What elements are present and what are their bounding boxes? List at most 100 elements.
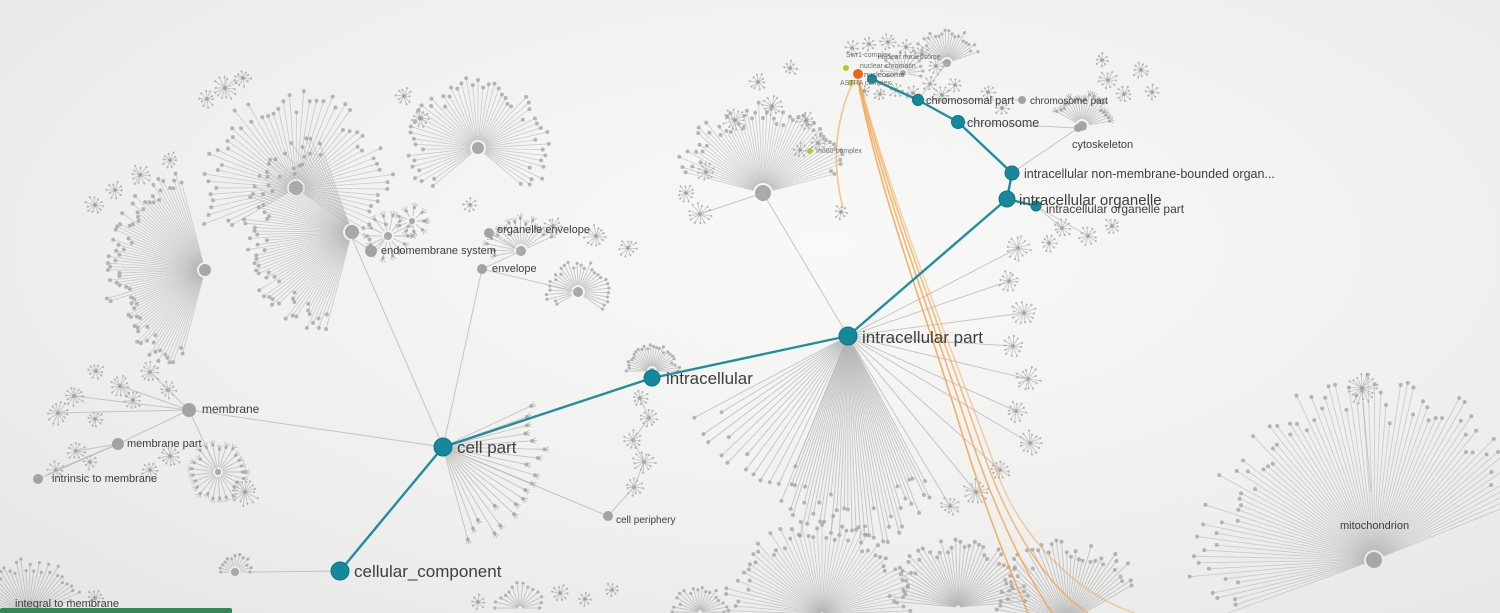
fan-spoke (939, 552, 958, 606)
label-intrinsic-to-membrane[interactable]: intrinsic to membrane (52, 473, 157, 485)
label-cytoskeleton[interactable]: cytoskeleton (1072, 139, 1133, 151)
node-chromosome-part[interactable] (1018, 96, 1026, 104)
node-chromosomal-part[interactable] (912, 94, 924, 106)
fan-spoke (654, 352, 665, 368)
burst-tip (1078, 237, 1081, 240)
label-chromosome-part[interactable]: chromosome part (1030, 96, 1108, 107)
bottom-partial-node[interactable] (0, 608, 232, 613)
fan-spoke (958, 549, 999, 606)
node-intrinsic-to-membrane[interactable] (33, 474, 43, 484)
tip-tick (494, 505, 500, 508)
node-cell-part[interactable] (433, 437, 453, 457)
node-nucleosome-highlight[interactable] (853, 69, 863, 79)
label-intracellular-organelle-part[interactable]: intracellular organelle part (1046, 202, 1185, 216)
spoke-tip (883, 556, 888, 561)
label-intracellular-organelle[interactable]: intracellular organelle (1019, 192, 1162, 209)
tip-tick (467, 539, 472, 543)
burst-tip (876, 89, 879, 92)
spoke-tip (956, 34, 961, 38)
burst-spoke (1361, 379, 1373, 389)
label-swr1-complex[interactable]: Swr1-complex (846, 52, 891, 59)
label-intracellular-part[interactable]: intracellular part (862, 328, 983, 347)
fan-spoke (500, 597, 519, 608)
node-cellular-component[interactable] (330, 561, 350, 581)
node-cytoskeleton[interactable] (1074, 124, 1082, 132)
label-non-membrane-organelle[interactable]: intracellular non-membrane-bounded organ… (1024, 167, 1275, 181)
fan-spoke (847, 337, 875, 538)
label-chromosomal-part[interactable]: chromosomal part (926, 95, 1014, 107)
burst-tip (901, 89, 905, 93)
label-ino80-complex[interactable]: Ino80-complex (816, 148, 862, 155)
fan-spoke (255, 234, 344, 271)
burst-tip (208, 90, 212, 93)
burst-spoke (1353, 387, 1363, 403)
label-membrane[interactable]: membrane (202, 402, 260, 416)
node-intracellular-organelle[interactable] (998, 190, 1016, 208)
burst-spoke (1012, 306, 1025, 314)
burst-tip (70, 386, 73, 390)
tip-tick (390, 255, 393, 261)
label-nuclear-nucleosome[interactable]: nuclear nucleosome (878, 54, 941, 61)
burst-tip (143, 182, 146, 185)
node-intracellular-part[interactable] (838, 326, 858, 346)
node-cell-periphery[interactable] (603, 511, 613, 521)
burst-tip (147, 463, 151, 466)
label-intracellular[interactable]: intracellular (666, 369, 753, 388)
label-organelle-envelope[interactable]: organelle envelope (497, 224, 590, 236)
label-envelope[interactable]: envelope (492, 263, 537, 275)
label-chromosome[interactable]: chromosome (967, 116, 1039, 130)
burst-tip (1127, 89, 1130, 92)
label-cell-periphery[interactable]: cell periphery (616, 515, 675, 526)
node-envelope[interactable] (477, 264, 487, 274)
label-integral-to-membrane[interactable]: integral to membrane (15, 598, 119, 610)
graph-edge (442, 268, 483, 448)
fan-spoke (485, 143, 549, 148)
node-chromatin[interactable] (867, 74, 877, 84)
label-nuclear-chromatin[interactable]: nuclear chromatin (860, 63, 916, 70)
burst-tip (1128, 93, 1132, 96)
burst-tip (779, 100, 782, 103)
label-nucleosome[interactable]: nucleosome (864, 70, 904, 79)
burst-spoke (244, 491, 258, 499)
node-complex-b[interactable] (848, 80, 854, 86)
spoke-tip (751, 552, 756, 557)
node-organelle-envelope[interactable] (484, 228, 494, 238)
node-complex-a[interactable] (843, 65, 849, 71)
mini-burst (605, 582, 619, 598)
fan-spoke (155, 276, 202, 352)
spoke-tip (928, 31, 932, 36)
fan-spoke (269, 159, 346, 227)
node-endomembrane-system[interactable] (365, 245, 377, 257)
node-ino80-complex[interactable] (807, 148, 813, 154)
spoke-tip (1129, 583, 1134, 588)
node-membrane[interactable] (182, 403, 196, 417)
label-membrane-part[interactable]: membrane part (127, 438, 202, 450)
node-intracellular-organelle-part[interactable] (1030, 200, 1042, 212)
node-non-membrane-organelle[interactable] (1004, 165, 1020, 181)
fan-spoke (822, 544, 879, 613)
burst-tip (1101, 52, 1104, 55)
spoke-tip (219, 570, 223, 574)
label-mitochondrion[interactable]: mitochondrion (1340, 520, 1409, 532)
fan-spoke (393, 238, 405, 245)
burst-tip (843, 215, 846, 218)
label-endomembrane-system[interactable]: endomembrane system (381, 245, 496, 257)
label-astra-complex[interactable]: ASTRA complex (840, 80, 891, 87)
fan-spoke (631, 359, 648, 370)
label-cell-part[interactable]: cell part (457, 438, 517, 457)
label-cellular-component[interactable]: cellular_component (354, 562, 502, 581)
fan-spoke (958, 554, 985, 606)
burst-tip (1054, 228, 1057, 231)
fan-spoke (794, 337, 848, 467)
node-membrane-part[interactable] (112, 438, 124, 450)
node-chromosome[interactable] (951, 115, 965, 129)
spoke-tip (935, 555, 940, 560)
fan-spoke (1087, 111, 1104, 123)
fan-spoke (940, 541, 958, 606)
node-intracellular[interactable] (643, 369, 661, 387)
fan-spoke (1310, 396, 1371, 551)
spoke-tip (1036, 548, 1041, 553)
spoke-tip (994, 607, 999, 612)
